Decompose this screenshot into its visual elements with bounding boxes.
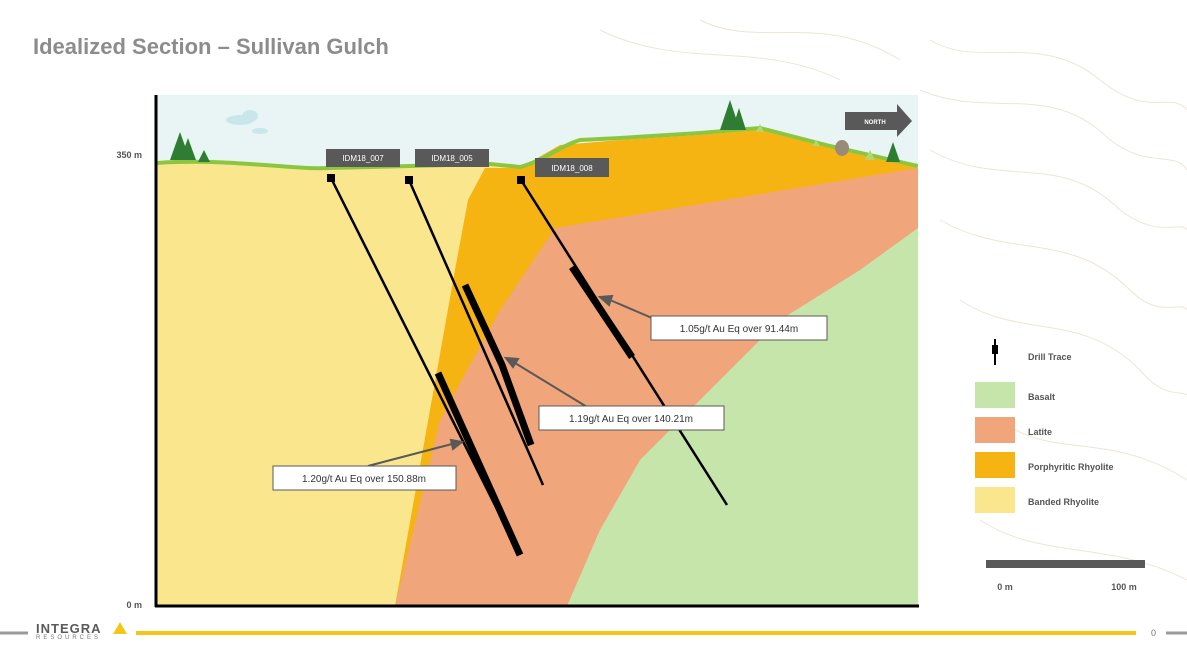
svg-text:1.05g/t Au Eq over 91.44m: 1.05g/t Au Eq over 91.44m [680,324,798,335]
unit-basalt [567,228,918,606]
legend-label-basalt: Basalt [1028,392,1056,402]
drill-trace-legend-icon [992,339,998,365]
north-arrow [845,104,912,137]
intercept-callout: 1.05g/t Au Eq over 91.44m [650,315,828,341]
elevation-label-bottom: 0 m [126,600,142,610]
company-logo: INTEGRA [36,621,102,636]
svg-text:IDM18_007: IDM18_007 [342,154,384,163]
callout-pointer [367,294,653,467]
legend-swatch-banded-rhyolite [975,487,1015,513]
company-logo-subtitle: RESOURCES [36,635,102,641]
cloud [226,110,268,134]
legend-swatch-basalt [975,382,1015,408]
scale-end-label: 100 m [1111,582,1137,592]
page-title: Idealized Section – Sullivan Gulch [33,34,389,59]
legend-drill-trace-label: Drill Trace [1028,352,1072,362]
drill-trace-idm18-005 [405,176,545,486]
ground-surface [157,125,918,171]
scale-bar [986,560,1145,568]
svg-text:IDM18_005: IDM18_005 [431,154,473,163]
legend-label-latite: Latite [1028,427,1053,437]
drill-trace-idm18-008 [517,176,729,506]
drill-hole-label: IDM18_005 [415,149,489,167]
page-number: 0 [1151,628,1157,638]
svg-text:IDM18_008: IDM18_008 [551,164,593,173]
intercept-callout: 1.19g/t Au Eq over 140.21m [538,405,725,431]
scale-start-label: 0 m [997,582,1013,592]
grass-tufts [756,124,875,160]
intercept-callout: 1.20g/t Au Eq over 150.88m [272,465,457,491]
north-label: NORTH [864,120,885,126]
legend-swatch-latite [975,417,1015,443]
tree [170,100,900,162]
drill-hole-label: IDM18_007 [326,149,400,167]
elevation-label-top: 350 m [116,150,142,160]
drill-hole-label: IDM18_008 [535,158,609,177]
drill-trace-idm18-007 [327,174,524,557]
svg-text:1.20g/t Au Eq over 150.88m: 1.20g/t Au Eq over 150.88m [302,474,426,485]
rock [835,140,849,156]
svg-text:1.19g/t Au Eq over 140.21m: 1.19g/t Au Eq over 140.21m [569,414,693,425]
logo-triangle [113,622,127,634]
legend-swatch-porphyritic-rhyolite [975,452,1015,478]
legend-label-porphyritic-rhyolite: Porphyritic Rhyolite [1028,462,1114,472]
legend-label-banded-rhyolite: Banded Rhyolite [1028,497,1100,507]
